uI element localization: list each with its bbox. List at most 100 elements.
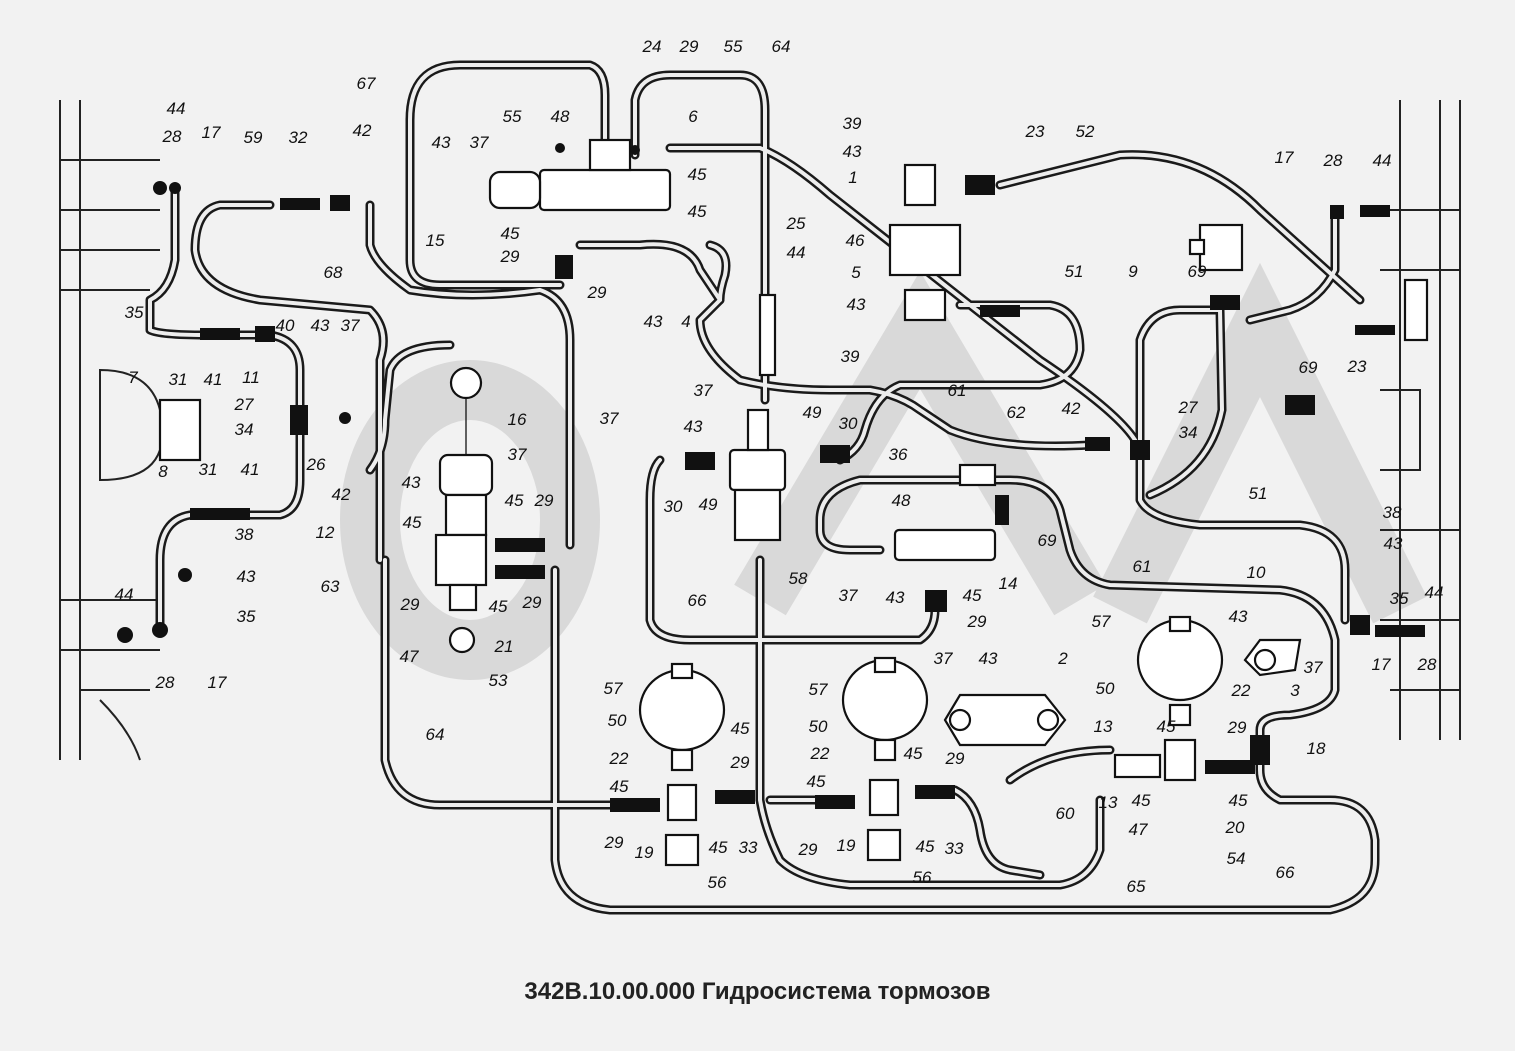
callout-label: 52 [1076, 122, 1095, 141]
solenoid-valve [1188, 223, 1244, 272]
callout-label: 55 [724, 37, 743, 56]
callout-label: 45 [1229, 791, 1248, 810]
accumulator-right [1113, 615, 1224, 782]
callout-label: 25 [786, 214, 806, 233]
callout-label: 43 [1384, 534, 1403, 553]
callout-label: 37 [341, 316, 360, 335]
callout-label: 29 [587, 283, 607, 302]
callout-label: 48 [551, 107, 570, 126]
callout-label: 41 [241, 460, 260, 479]
callout-label: 56 [913, 868, 932, 887]
callout-label: 30 [839, 414, 858, 433]
callout-label: 13 [1099, 793, 1118, 812]
callout-label: 18 [1307, 739, 1326, 758]
callout-label: 10 [1247, 563, 1266, 582]
callout-label: 64 [772, 37, 791, 56]
callout-label: 29 [534, 491, 554, 510]
callout-label: 43 [1229, 607, 1248, 626]
callout-label: 39 [841, 347, 860, 366]
callout-label: 58 [789, 569, 808, 588]
valve-block-center [888, 163, 962, 322]
callout-label: 24 [642, 37, 662, 56]
left-axle-frame [59, 100, 202, 761]
callout-label: 66 [1276, 863, 1295, 882]
callout-label: 27 [1178, 398, 1198, 417]
callout-label: 45 [505, 491, 524, 510]
callout-label: 43 [644, 312, 663, 331]
callout-label: 37 [508, 445, 527, 464]
accumulator-left [638, 662, 726, 867]
callout-label: 37 [839, 586, 858, 605]
callout-label: 65 [1127, 877, 1146, 896]
callout-label: 62 [1007, 403, 1026, 422]
callout-label: 69 [1038, 531, 1057, 550]
callout-label: 55 [503, 107, 522, 126]
callout-label: 33 [945, 839, 964, 858]
callout-label: 29 [798, 840, 818, 859]
callout-label: 12 [316, 523, 335, 542]
callout-label: 37 [934, 649, 953, 668]
callout-label: 38 [1383, 503, 1402, 522]
callout-label: 37 [694, 381, 713, 400]
callout-label: 44 [1373, 151, 1392, 170]
callout-label: 51 [1065, 262, 1084, 281]
callout-label: 17 [1275, 148, 1294, 167]
callout-label: 33 [739, 838, 758, 857]
callout-label: 28 [1323, 151, 1343, 170]
callout-label: 1 [848, 168, 857, 187]
callout-label: 5 [851, 263, 861, 282]
callout-label: 42 [1062, 399, 1081, 418]
callout-label: 27 [234, 395, 254, 414]
callout-label: 13 [1094, 717, 1113, 736]
callout-label: 19 [635, 843, 654, 862]
callout-label: 6 [688, 107, 698, 126]
callout-label: 30 [664, 497, 683, 516]
fittings [117, 175, 1425, 812]
callout-label: 19 [837, 836, 856, 855]
callout-label: 44 [167, 99, 186, 118]
callout-label: 17 [208, 673, 227, 692]
callout-label: 14 [999, 574, 1018, 593]
master-cylinder [488, 138, 672, 212]
callout-label: 67 [357, 74, 376, 93]
callout-label: 48 [892, 491, 911, 510]
right-axle-frame [1380, 100, 1461, 740]
callout-label: 3 [1290, 681, 1300, 700]
callout-label: 2 [1057, 649, 1068, 668]
callout-label: 29 [945, 749, 965, 768]
right-brake-hub [1403, 278, 1429, 342]
callout-label: 45 [963, 586, 982, 605]
callout-label: 43 [847, 295, 866, 314]
callout-label: 43 [402, 473, 421, 492]
callout-label: 29 [522, 593, 542, 612]
callout-label: 57 [809, 680, 828, 699]
callout-label: 60 [1056, 804, 1075, 823]
callout-label: 43 [311, 316, 330, 335]
callout-label: 43 [886, 588, 905, 607]
bracket-3 [1243, 638, 1302, 677]
callout-label: 35 [1390, 589, 1409, 608]
callout-label: 44 [787, 243, 806, 262]
callout-label: 29 [1227, 718, 1247, 737]
callout-label: 54 [1227, 849, 1246, 868]
callout-label: 29 [500, 247, 520, 266]
callout-label: 45 [610, 777, 629, 796]
callout-label: 4 [681, 312, 690, 331]
callout-label: 45 [904, 744, 923, 763]
callout-label: 11 [242, 368, 260, 387]
callout-label: 61 [948, 381, 967, 400]
left-brake-hub [158, 398, 202, 462]
callout-label: 26 [306, 455, 326, 474]
callout-label: 45 [501, 224, 520, 243]
callout-label: 38 [235, 525, 254, 544]
callout-label: 32 [289, 128, 308, 147]
callout-label: 31 [199, 460, 218, 479]
callout-label: 15 [426, 231, 445, 250]
callout-label: 50 [608, 711, 627, 730]
callout-label: 36 [889, 445, 908, 464]
callout-label: 17 [1372, 655, 1391, 674]
callout-label: 46 [846, 231, 865, 250]
callout-label: 45 [688, 165, 707, 184]
callout-label: 29 [730, 753, 750, 772]
callout-label: 22 [609, 749, 629, 768]
